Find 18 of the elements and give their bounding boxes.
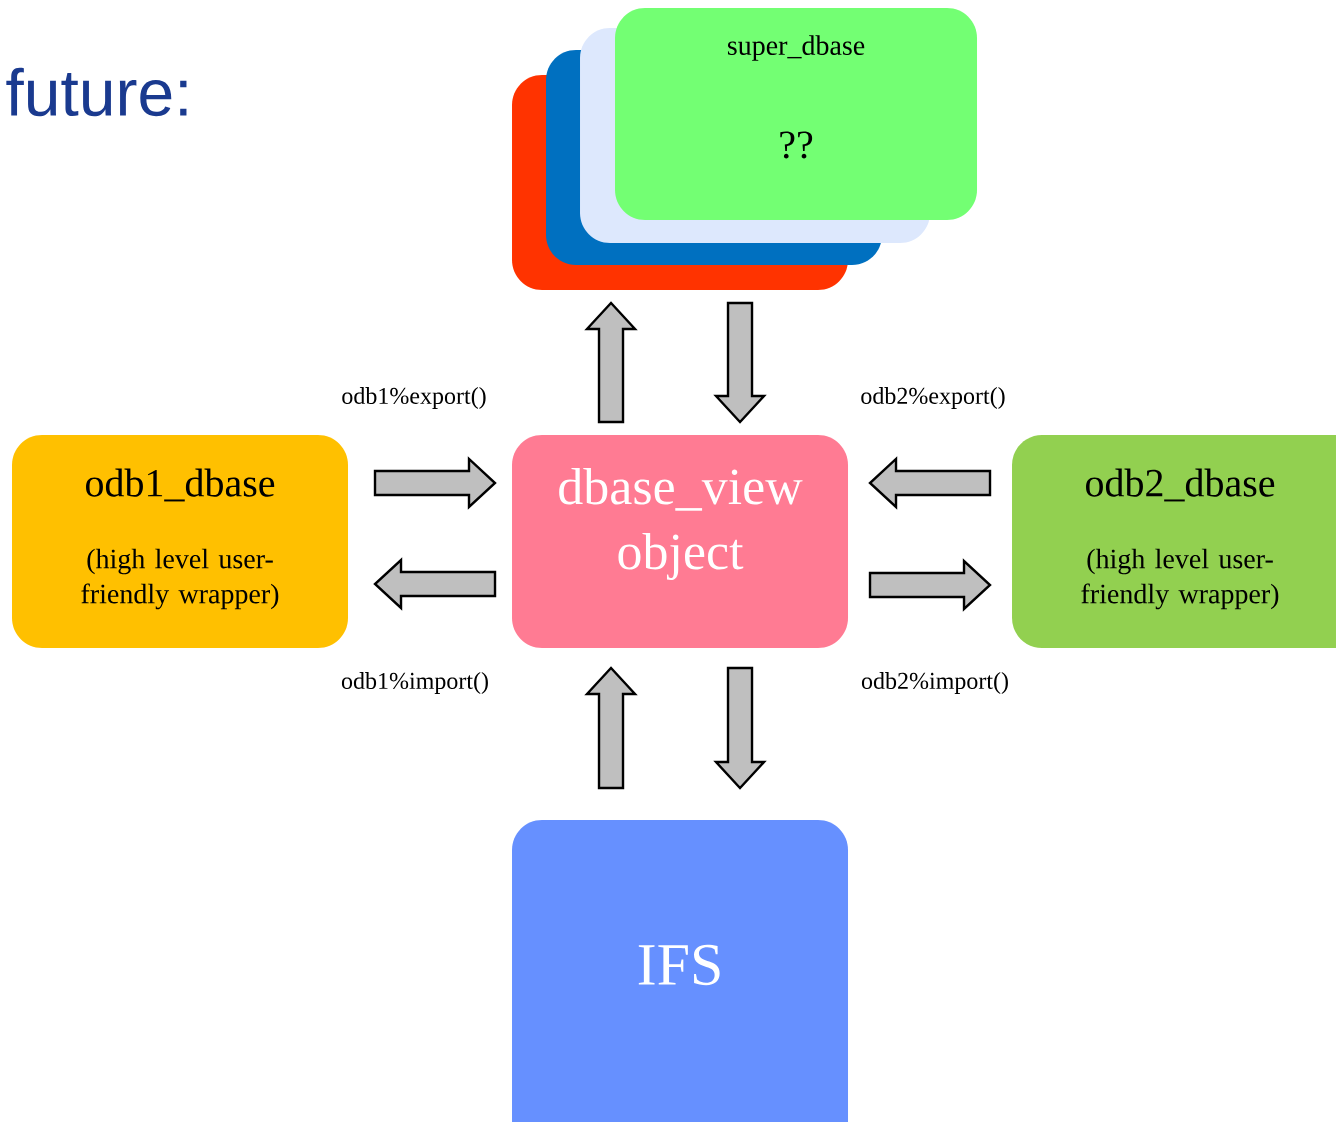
block-arrow [373,456,497,510]
title: future: [6,67,187,117]
block-arrow [373,557,497,611]
edge-label: odb1%export() [339,385,489,411]
front-card: super_dbase ?? [615,8,977,220]
module-box: odb2_dbase (high level user-friendly wrapper) [1012,435,1336,648]
block-arrow [713,301,767,424]
edge-label: odb2%import() [859,670,1011,696]
module-box: odb1_dbase (high level user-friendly wrapper) [12,435,348,648]
block-arrow [584,666,638,790]
block-arrow [713,666,767,790]
block-arrow [868,456,992,510]
edge-label: odb2%export() [858,385,1008,411]
storage-box: IFS [512,820,848,1122]
block-arrow [868,558,992,612]
edge-label: odb1%import() [339,670,491,696]
object-box: dbase_view object [512,435,848,648]
block-arrow [584,301,638,424]
